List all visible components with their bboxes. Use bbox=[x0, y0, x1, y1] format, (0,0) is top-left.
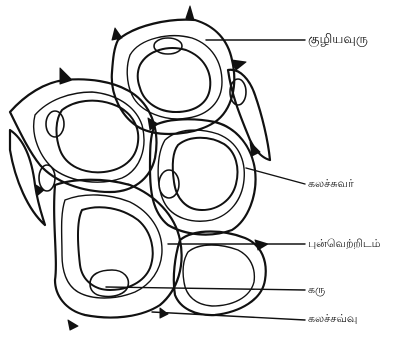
left-cell-protoplast bbox=[34, 92, 144, 182]
middle-right-cell-protoplast bbox=[158, 130, 244, 221]
label-intercellular-space: புன்வெற்றிடம் bbox=[308, 238, 381, 249]
left-cell-vacuole bbox=[56, 101, 138, 173]
intercellular-space-6 bbox=[36, 185, 44, 195]
nuclei bbox=[39, 38, 246, 297]
middle-right-cell-wall bbox=[150, 119, 256, 234]
intercellular-space-1 bbox=[186, 6, 194, 20]
label-cell-membrane: கலச்சவ்வு bbox=[308, 313, 357, 324]
label-vacuole: குழியவுரு bbox=[308, 33, 368, 46]
label-cell-wall: கலச்சுவர் bbox=[308, 178, 354, 189]
leader-lines bbox=[106, 40, 305, 320]
bottom-cell-nucleus bbox=[90, 270, 128, 297]
intercellular-space-8 bbox=[255, 240, 268, 250]
bottom-left-cell-vacuole bbox=[78, 207, 153, 290]
intercellular-space-9 bbox=[68, 320, 78, 330]
left-cell-wall bbox=[10, 79, 156, 192]
bottom-right-cell-protoplast bbox=[183, 245, 254, 306]
label-nucleus: கரு bbox=[308, 284, 325, 295]
far-left-cell-nucleus bbox=[39, 165, 55, 191]
intercellular-space-2 bbox=[112, 28, 122, 40]
left-cell-nucleus bbox=[46, 111, 64, 137]
nucleus-leader bbox=[106, 287, 305, 290]
vacuoles bbox=[56, 48, 237, 290]
intercellular-space-3 bbox=[60, 68, 72, 84]
top-cell-nucleus bbox=[154, 38, 182, 54]
middle-right-cell-vacuole bbox=[173, 138, 238, 210]
top-cell-vacuole bbox=[138, 48, 211, 112]
bottom-left-cell-protoplast bbox=[62, 195, 162, 298]
middle-right-cell-nucleus bbox=[159, 170, 179, 198]
